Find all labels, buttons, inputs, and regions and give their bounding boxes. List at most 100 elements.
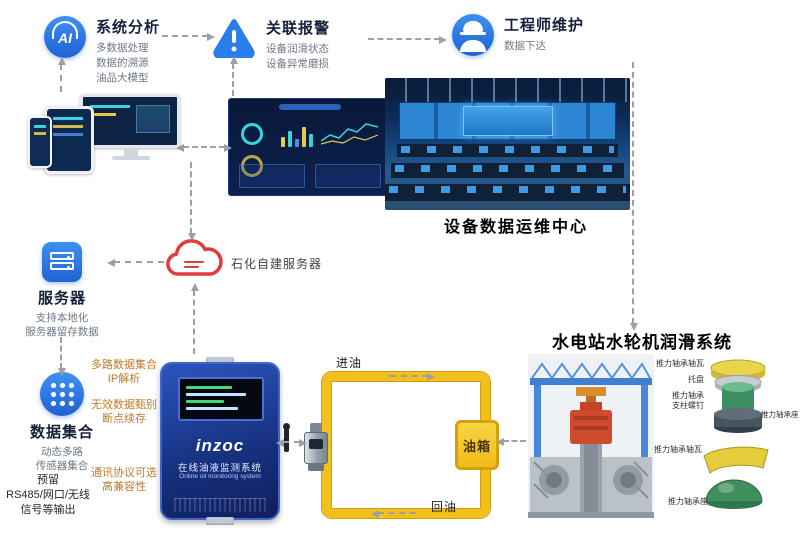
server-icon bbox=[42, 242, 82, 282]
outlet-label: 回油 bbox=[431, 500, 458, 514]
arrow-analysis-to-alarm bbox=[162, 33, 215, 41]
headset-arc bbox=[52, 21, 78, 39]
annotation-line: 多路数据集合 bbox=[91, 359, 157, 371]
bearing-parts-image bbox=[703, 359, 769, 509]
device-brand: inzoc bbox=[195, 436, 245, 455]
room-ceiling bbox=[385, 78, 630, 102]
tank-label: 油箱 bbox=[462, 438, 491, 454]
ops-center-caption: 设备数据运维中心 bbox=[444, 219, 589, 236]
screen-line bbox=[186, 393, 246, 396]
part-label-seat-top: 推力轴承座 bbox=[761, 410, 799, 419]
arrow-devices-to-analysis bbox=[58, 57, 66, 92]
sensor-fitting bbox=[308, 463, 324, 471]
arrow-dashboard-to-cloud bbox=[188, 162, 196, 241]
monitor-screen bbox=[80, 94, 180, 148]
screen-line bbox=[90, 113, 116, 116]
arrow-dashboard-to-alarm bbox=[230, 56, 238, 96]
analysis-line: 数据的溯源 bbox=[96, 57, 149, 69]
desk-row bbox=[385, 184, 630, 201]
arrow-server-to-collection bbox=[58, 337, 66, 376]
shoulders-shape bbox=[460, 40, 486, 52]
antenna bbox=[283, 423, 290, 452]
ops-room-photo bbox=[385, 78, 630, 210]
alarm-title: 关联报警 bbox=[266, 20, 331, 37]
arrow-cloud-to-server bbox=[107, 259, 164, 267]
ai-icon: AI bbox=[44, 16, 86, 58]
gauge-widget bbox=[241, 123, 263, 145]
monitor-stand bbox=[124, 148, 138, 156]
dots-grid bbox=[49, 381, 74, 406]
annotation-multichannel: 多路数据集合 IP解析 bbox=[90, 358, 158, 386]
data-collection-icon bbox=[40, 372, 84, 416]
annotation-line: 断点续存 bbox=[102, 413, 146, 425]
arrow-alarm-to-engineer bbox=[368, 36, 447, 44]
ai-icon-text: AI bbox=[58, 30, 72, 46]
device-screen bbox=[178, 377, 264, 421]
oil-monitor-device: inzoc 在线油液监测系统 Online oil monitoring sys… bbox=[160, 357, 290, 525]
note-line: RS485/网口/无线 bbox=[6, 489, 90, 501]
collection-line: 动态多路 bbox=[41, 446, 83, 458]
collection-title: 数据集合 bbox=[29, 424, 94, 441]
bar bbox=[295, 139, 299, 147]
screen-line bbox=[186, 386, 232, 389]
bar bbox=[302, 127, 306, 147]
part-label-pad-bottom: 推力轴承轴瓦 bbox=[654, 445, 702, 454]
analysis-title: 系统分析 bbox=[96, 19, 161, 36]
part-label-seat-bottom: 推力轴承座 bbox=[668, 497, 708, 506]
sensor-display bbox=[309, 439, 323, 449]
device-name-cn: 在线油液监测系统 bbox=[177, 463, 262, 474]
annotation-line: 无效数据甄别 bbox=[91, 399, 157, 411]
desk-row bbox=[397, 144, 618, 157]
helmet-shape bbox=[463, 21, 483, 32]
arrow-device-sensor bbox=[276, 439, 307, 447]
mount-tab bbox=[206, 357, 234, 365]
device-name-en: Online oil monitoring system bbox=[179, 473, 261, 480]
hydro-station-image bbox=[528, 354, 654, 518]
output-note: 预留 RS485/网口/无线 信号等输出 bbox=[2, 473, 94, 518]
engineer-line: 数据下达 bbox=[504, 40, 546, 52]
cloud-icon bbox=[166, 239, 223, 276]
bar bbox=[281, 137, 285, 147]
engineer-icon bbox=[452, 14, 494, 56]
arrow-device-to-cloud bbox=[191, 283, 199, 354]
lubrication-title: 水电站水轮机润滑系统 bbox=[552, 333, 732, 352]
collection-line: 传感器集合 bbox=[35, 460, 89, 472]
bar bbox=[309, 134, 313, 147]
alert-triangle-icon bbox=[213, 19, 255, 58]
server-block: 服务器 支持本地化 服务器留存数据 bbox=[14, 242, 110, 339]
monitor-base bbox=[112, 156, 150, 160]
helmet-brim bbox=[460, 32, 486, 35]
line-chart-widget bbox=[321, 123, 379, 145]
sensor-connector bbox=[310, 423, 322, 433]
desktop-monitor bbox=[80, 94, 180, 160]
engineer-title: 工程师维护 bbox=[504, 17, 585, 34]
server-line: 支持本地化 bbox=[35, 312, 89, 324]
tablet-device bbox=[44, 106, 94, 174]
arrow-oil-in-flow bbox=[390, 373, 435, 381]
dashboard-header bbox=[279, 104, 341, 110]
oil-tank: 油箱 bbox=[455, 420, 499, 470]
desk-row bbox=[391, 163, 624, 178]
gauge-widget bbox=[241, 155, 263, 177]
alarm-line: 设备润滑状态 bbox=[266, 43, 329, 55]
annotation-filtering: 无效数据甄别 断点续存 bbox=[90, 398, 158, 426]
annotation-protocol: 通讯协议可选 高兼容性 bbox=[90, 466, 158, 494]
annotation-line: IP解析 bbox=[107, 373, 141, 385]
bar-chart-widget bbox=[281, 121, 325, 147]
analysis-block: AI 系统分析 多数据处理 数据的溯源 油品大模型 bbox=[44, 16, 160, 86]
oil-sensor bbox=[301, 423, 331, 471]
screen-line bbox=[90, 105, 130, 108]
arrow-turbine-to-tank bbox=[496, 438, 526, 446]
note-line: 信号等输出 bbox=[20, 504, 76, 516]
arrow-oil-return-flow bbox=[371, 510, 416, 518]
dashboard-panel bbox=[315, 164, 381, 188]
server-line: 服务器留存数据 bbox=[25, 326, 99, 338]
part-label-pad-top: 推力轴承轴瓦 bbox=[656, 359, 704, 368]
annotation-line: 高兼容性 bbox=[102, 481, 146, 493]
dashboard-screen bbox=[228, 98, 390, 196]
screen-chart bbox=[136, 105, 170, 133]
part-label-bolt: 推力轴承 支柱螺钉 bbox=[672, 391, 704, 410]
inlet-label: 进油 bbox=[336, 356, 363, 370]
dashboard-panel bbox=[239, 164, 305, 188]
